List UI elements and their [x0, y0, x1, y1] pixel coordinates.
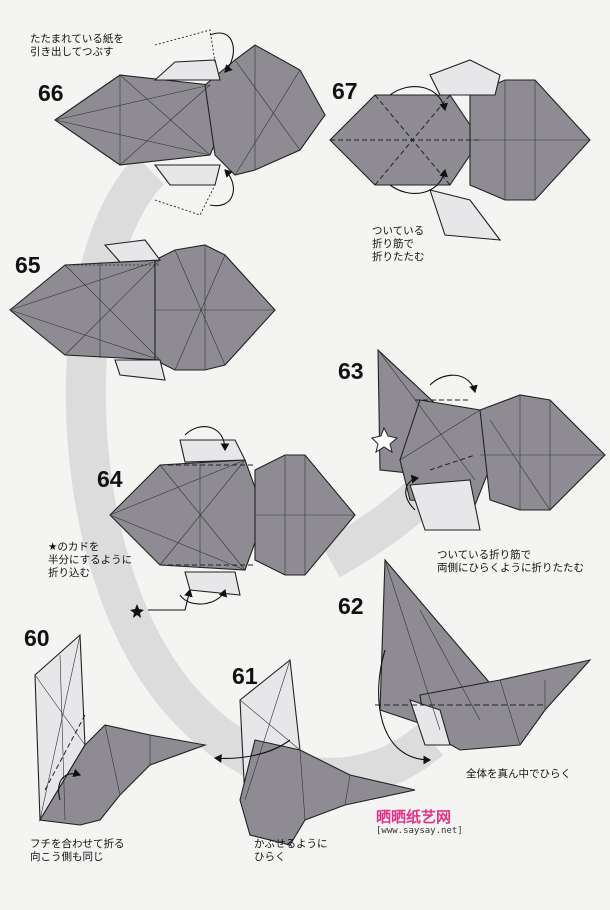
step-number-63: 63	[338, 358, 364, 384]
instruction-step-66: たたまれている紙を 引き出してつぶす	[30, 33, 124, 58]
instruction-step-61: かぶせるように ひらく	[254, 838, 328, 863]
step-number-62: 62	[338, 593, 364, 619]
instruction-step-67: ついている 折り筋で 折りたたむ	[372, 225, 425, 263]
model-step-61	[213, 658, 416, 846]
instruction-step-62: 全体を真ん中でひらく	[466, 768, 571, 780]
model-step-64	[109, 426, 356, 618]
watermark-brand: 晒晒纸艺网	[376, 808, 452, 826]
model-step-62	[375, 558, 592, 765]
step-number-64: 64	[97, 466, 123, 492]
model-step-60	[34, 633, 208, 826]
model-step-65	[9, 239, 276, 381]
model-step-66	[54, 29, 326, 216]
step-number-65: 65	[15, 252, 41, 278]
step-number-60: 60	[24, 625, 50, 651]
instruction-step-64: ★のカドを 半分にするように 折り込む	[48, 541, 133, 579]
instruction-step-60: フチを合わせて折る 向こう側も同じ	[30, 838, 125, 863]
step-number-67: 67	[332, 78, 358, 104]
model-step-63	[371, 348, 606, 531]
model-step-67	[329, 59, 591, 241]
watermark-url: [www.saysay.net]	[376, 826, 463, 836]
step-number-66: 66	[38, 80, 64, 106]
instruction-step-63: ついている折り筋で 両側にひらくように折りたたむ	[437, 549, 584, 574]
step-number-61: 61	[232, 663, 258, 689]
